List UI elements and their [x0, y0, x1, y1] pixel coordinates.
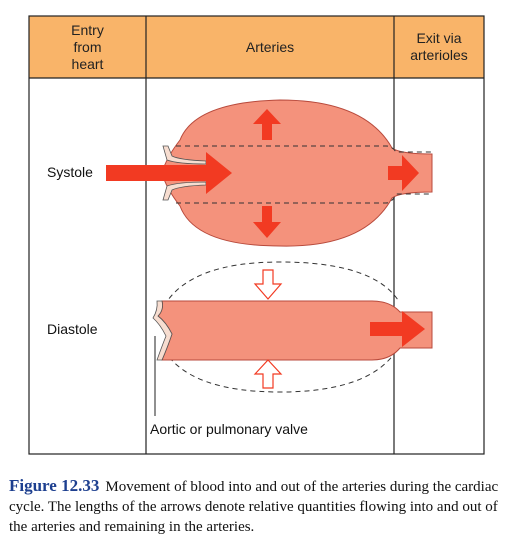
- systole-outflow-arrow: [388, 155, 419, 191]
- valve-label: Aortic or pulmonary valve: [150, 421, 308, 437]
- cardiac-cycle-diagram: [28, 15, 485, 455]
- header-entry: Entry from heart: [29, 16, 146, 78]
- header-arteries: Arteries: [146, 16, 394, 78]
- header-arteries-label: Arteries: [245, 38, 295, 55]
- diastole-outflow-arrow: [370, 311, 425, 347]
- diastole-recoil-down-arrow: [253, 269, 283, 300]
- figure-number: Figure 12.33: [9, 476, 100, 495]
- header-band: [29, 16, 484, 78]
- header-exit-line-2: arterioles: [410, 47, 468, 63]
- row-label-diastole: Diastole: [47, 321, 98, 337]
- systole-resting-outline: [176, 145, 432, 204]
- figure-caption-text: Movement of blood into and out of the ar…: [9, 479, 499, 535]
- diastole-distended-outline: [163, 261, 399, 393]
- row-label-systole: Systole: [47, 164, 93, 180]
- header-entry-line-2: from: [73, 38, 102, 55]
- header-entry-line-3: heart: [71, 55, 104, 72]
- diastole-recoil-up-arrow: [253, 359, 283, 389]
- diastole-valve: [152, 300, 173, 361]
- header-exit-line-1: Exit via: [416, 30, 462, 46]
- systole-expand-down-arrow: [253, 206, 281, 238]
- table-frame: [28, 15, 485, 455]
- header-exit: Exit via arterioles: [394, 16, 484, 78]
- systole-expand-up-arrow: [253, 109, 281, 140]
- systole-inflow-arrow: [106, 152, 232, 194]
- header-entry-line-1: Entry: [71, 21, 104, 38]
